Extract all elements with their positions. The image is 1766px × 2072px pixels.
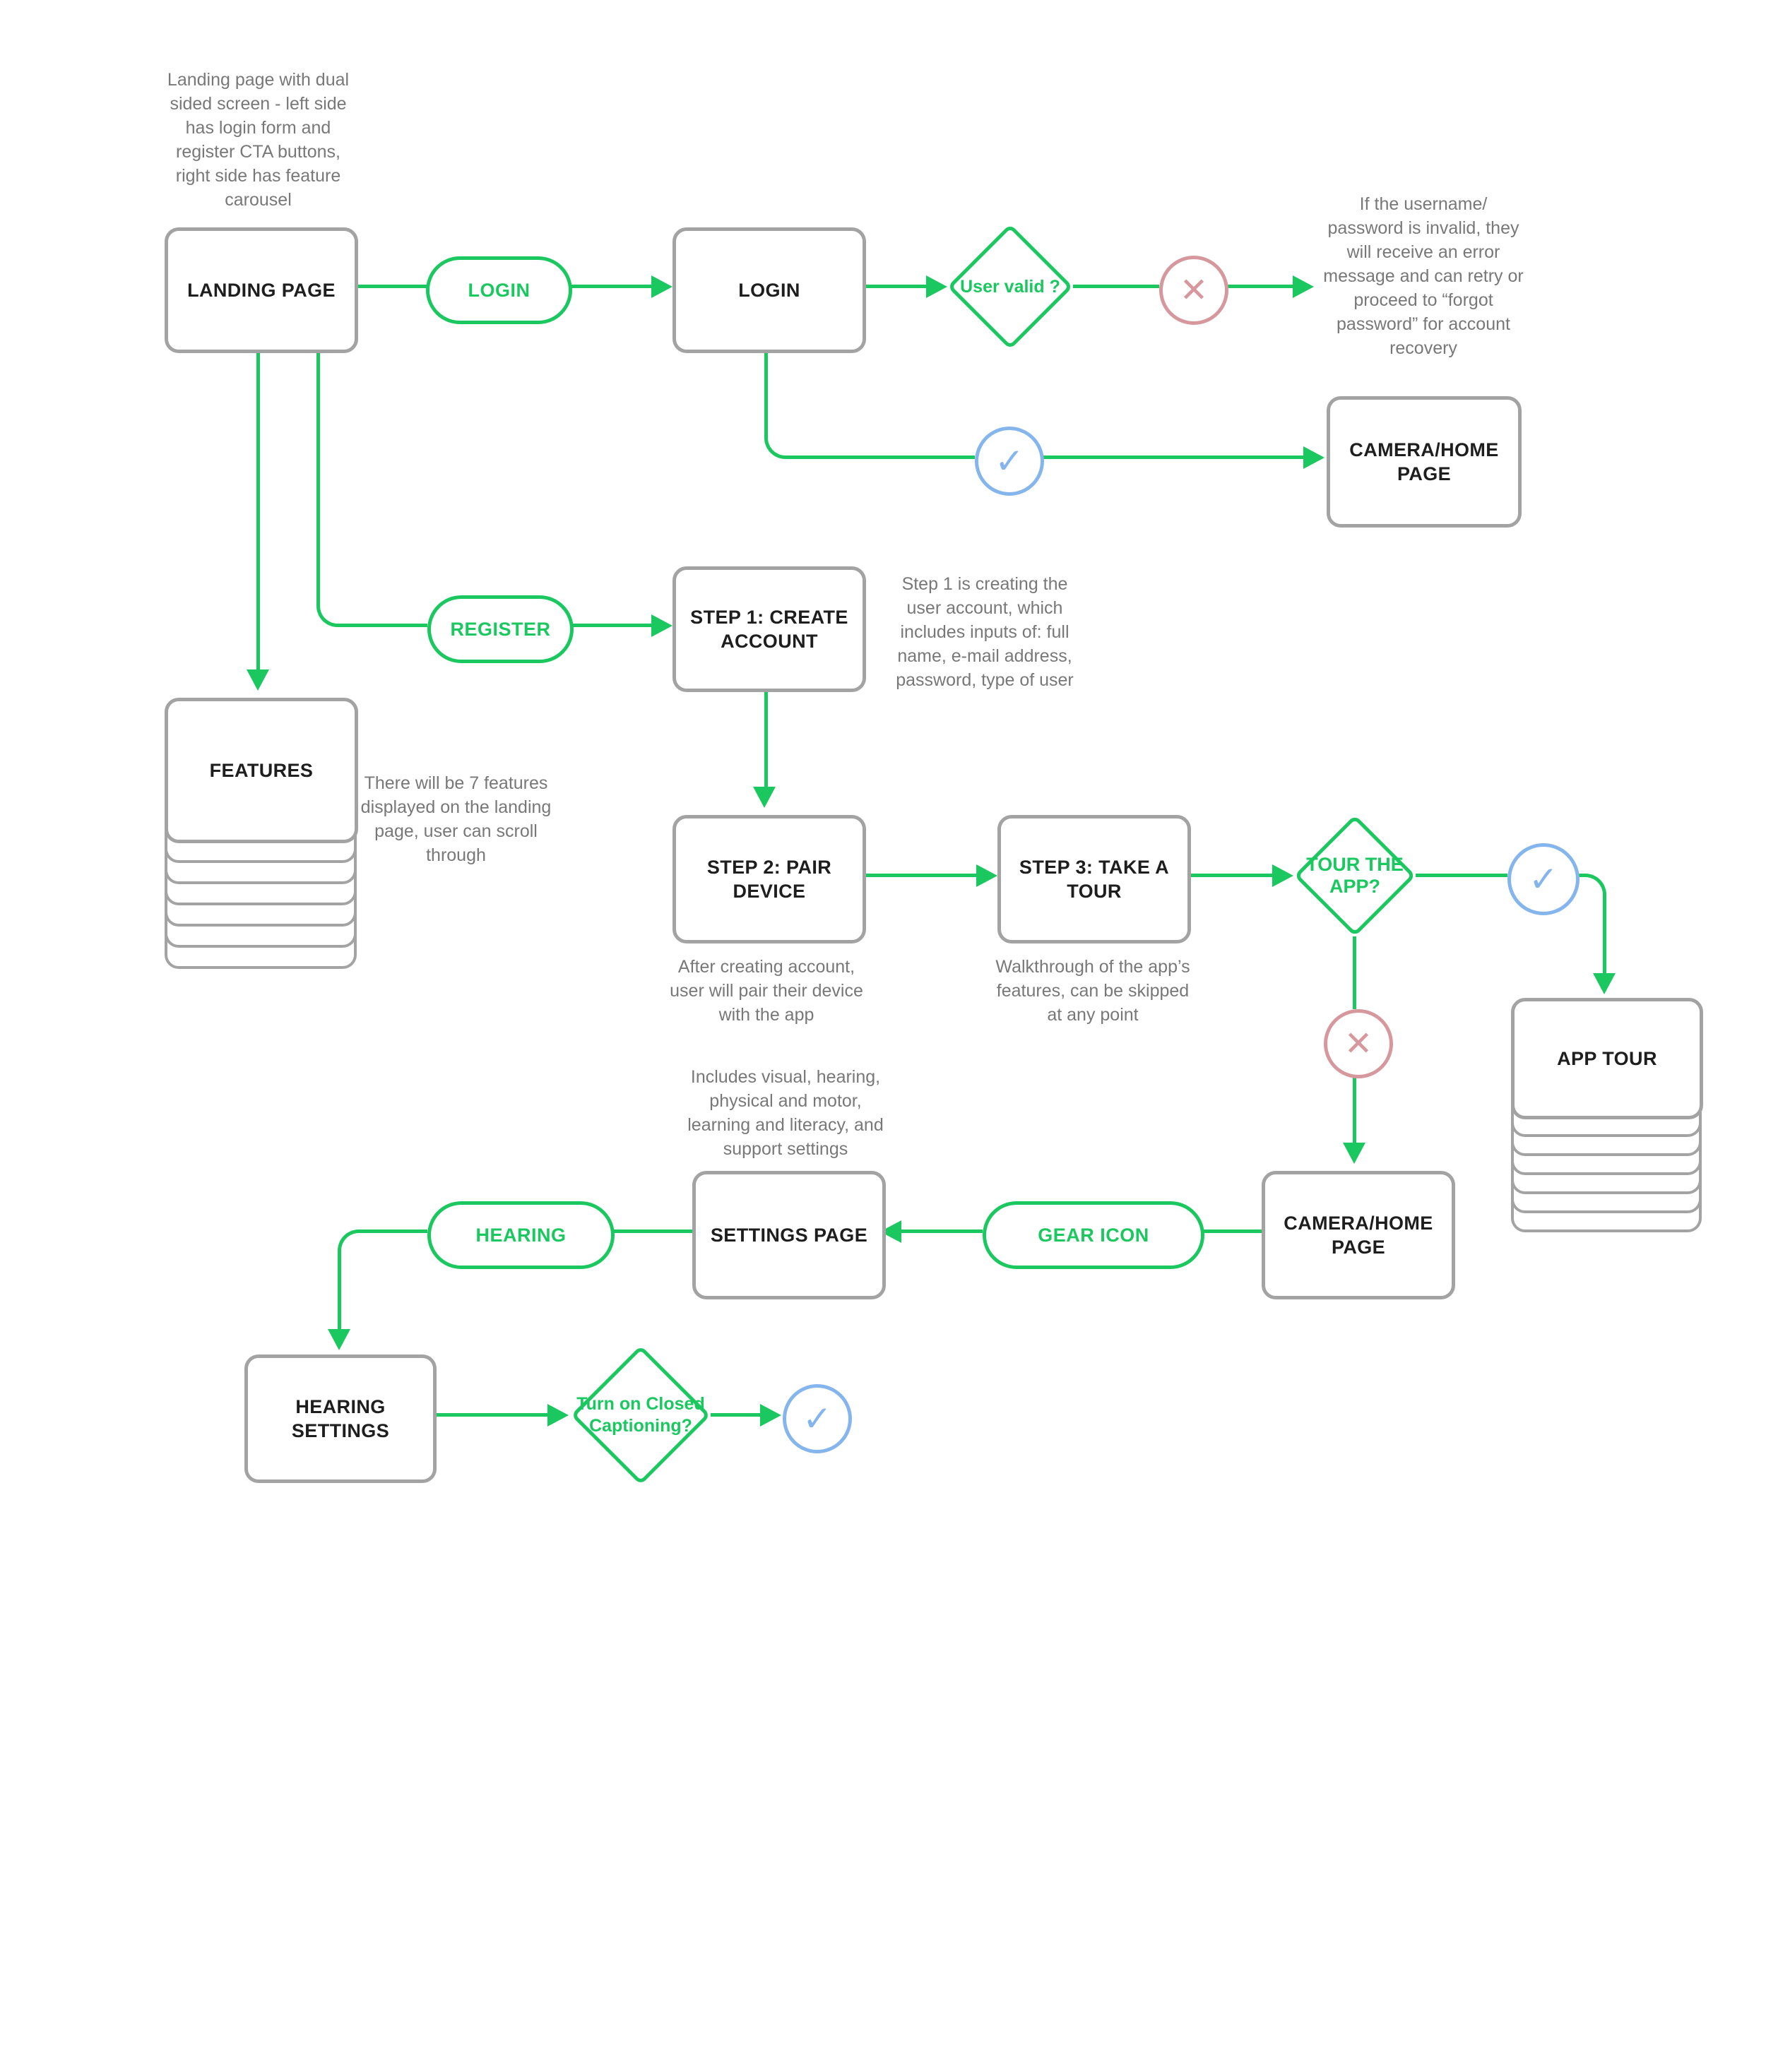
success-indicator: ✓ (783, 1384, 852, 1453)
node-camera-home-1: CAMERA/HOME PAGE (1327, 396, 1522, 528)
connector (859, 874, 976, 877)
node-login: LOGIN (672, 227, 866, 353)
connector-corner (764, 422, 801, 459)
connector (1221, 285, 1293, 288)
arrowhead (1303, 446, 1324, 469)
x-icon: ✕ (1344, 1025, 1373, 1063)
connector (350, 624, 427, 627)
x-icon: ✕ (1179, 272, 1209, 309)
note-step3: Walkthrough of the app’s features, can b… (995, 957, 1190, 1025)
arrowhead (926, 275, 947, 298)
node-app-tour: APP TOUR (1511, 998, 1703, 1119)
arrowhead (1293, 275, 1314, 298)
note-login-error: If the username/ password is invalid, th… (1323, 194, 1524, 358)
arrowhead (1272, 864, 1293, 887)
connector (1416, 874, 1507, 877)
connector-corner (338, 1229, 373, 1265)
decision-label: User valid ? (960, 276, 1060, 297)
connector (372, 1229, 427, 1233)
connector (859, 285, 926, 288)
connector (1353, 1071, 1356, 1143)
node-features: FEATURES (165, 698, 358, 843)
decision-user-valid: User valid ? (947, 223, 1074, 350)
note-step1: Step 1 is creating the user account, whi… (896, 574, 1074, 690)
connector (316, 347, 320, 592)
arrowhead (760, 1404, 781, 1427)
connector (1073, 285, 1159, 288)
arrowhead (1593, 973, 1616, 994)
connector (351, 285, 427, 288)
node-settings-page: SETTINGS PAGE (692, 1171, 886, 1299)
node-step2-pair-device: STEP 2: PAIR DEVICE (672, 815, 866, 943)
note-landing-page: Landing page with dual sided screen - le… (167, 70, 350, 210)
arrowhead (328, 1329, 350, 1350)
success-indicator: ✓ (1507, 843, 1580, 915)
action-hearing: HEARING (427, 1201, 615, 1269)
action-login: LOGIN (426, 256, 572, 324)
node-hearing-settings: HEARING SETTINGS (244, 1354, 437, 1483)
check-icon: ✓ (995, 441, 1024, 481)
note-features: There will be 7 features displayed on th… (360, 773, 552, 865)
connector (1353, 936, 1356, 1009)
fail-indicator: ✕ (1159, 256, 1228, 325)
node-step1-create-account: STEP 1: CREATE ACCOUNT (672, 566, 866, 692)
connector (711, 1413, 760, 1417)
connector (1197, 1229, 1262, 1233)
decision-label: TOUR THE APP? (1306, 854, 1404, 897)
connector-corner (1572, 874, 1606, 907)
check-icon: ✓ (1529, 859, 1558, 899)
connector (901, 1229, 983, 1233)
arrowhead (247, 669, 269, 691)
connector (1603, 906, 1606, 975)
arrowhead (753, 787, 776, 808)
fail-indicator: ✕ (1324, 1009, 1393, 1078)
arrowhead (976, 864, 997, 887)
note-step2: After creating account, user will pair t… (670, 957, 863, 1025)
check-icon: ✓ (802, 1399, 832, 1439)
connector (431, 1413, 547, 1417)
connector (610, 1229, 692, 1233)
connector (567, 624, 651, 627)
action-gear-icon: GEAR ICON (983, 1201, 1204, 1269)
arrowhead (651, 275, 672, 298)
decision-closed-captioning: Turn on Closed Captioning? (571, 1345, 711, 1485)
decision-label: Turn on Closed Captioning? (576, 1394, 705, 1436)
node-step3-take-a-tour: STEP 3: TAKE A TOUR (997, 815, 1191, 943)
connector-corner (316, 590, 353, 627)
success-indicator: ✓ (975, 427, 1044, 496)
node-camera-home-2: CAMERA/HOME PAGE (1262, 1171, 1455, 1299)
connector (1184, 874, 1272, 877)
connector (764, 347, 768, 425)
arrowhead (1343, 1143, 1365, 1164)
connector (1037, 456, 1303, 459)
connector (565, 285, 653, 288)
action-register: REGISTER (427, 595, 574, 663)
connector (338, 1263, 341, 1329)
arrowhead (547, 1404, 569, 1427)
decision-tour-the-app: TOUR THE APP? (1293, 814, 1416, 937)
connector (256, 347, 260, 669)
arrowhead (651, 614, 672, 637)
connector (798, 456, 975, 459)
connector (764, 685, 768, 787)
node-landing-page: LANDING PAGE (165, 227, 358, 353)
note-settings: Includes visual, hearing, physical and m… (687, 1067, 884, 1159)
